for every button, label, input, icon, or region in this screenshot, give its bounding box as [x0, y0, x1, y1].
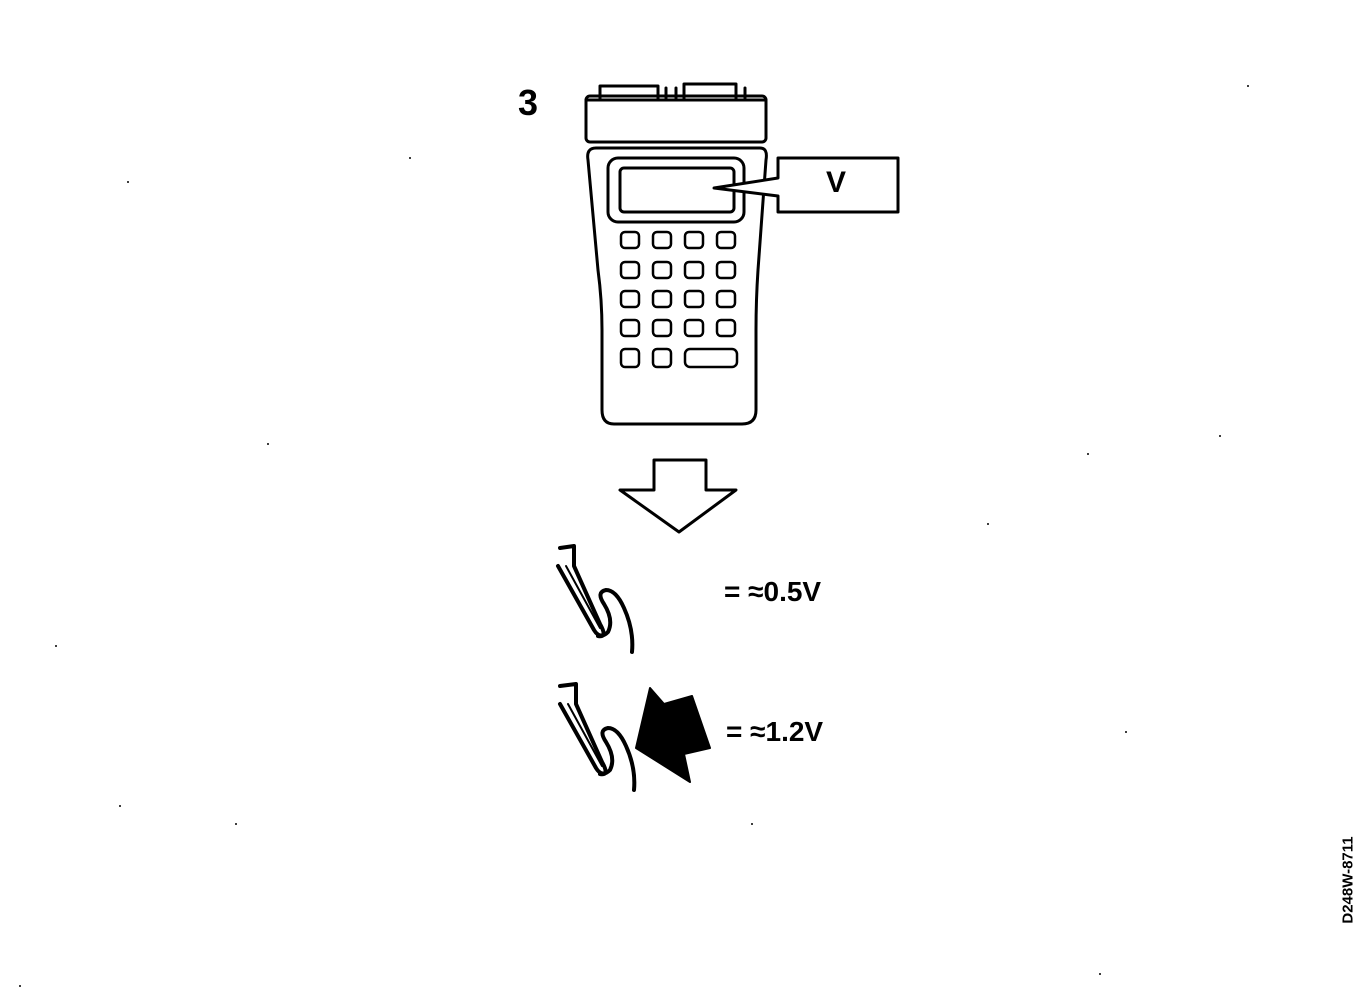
spring-clip-icon [558, 682, 637, 792]
hand-held-tester-icon [584, 82, 768, 426]
hollow-down-arrow-icon [618, 458, 738, 534]
scan-speckles [19, 85, 1249, 987]
reading-released: = ≈0.5V [724, 576, 822, 607]
connector-module [584, 94, 768, 144]
spring-clip-icon [556, 544, 635, 654]
step-number: 3 [518, 82, 539, 123]
drawing-code-text: D248W-8711 [1339, 836, 1357, 924]
display-screen [618, 166, 736, 214]
solid-pointer-arrow-icon [635, 687, 711, 783]
connector-plug-right [682, 82, 738, 102]
keypad [619, 230, 739, 369]
display-callout-label: V [826, 166, 847, 199]
tester-body [586, 146, 768, 426]
reading-pressed: = ≈1.2V [726, 716, 824, 747]
display-callout [712, 156, 900, 214]
drawing-code: D248W-8711 [1338, 820, 1358, 940]
connector-plug-left [598, 84, 660, 102]
